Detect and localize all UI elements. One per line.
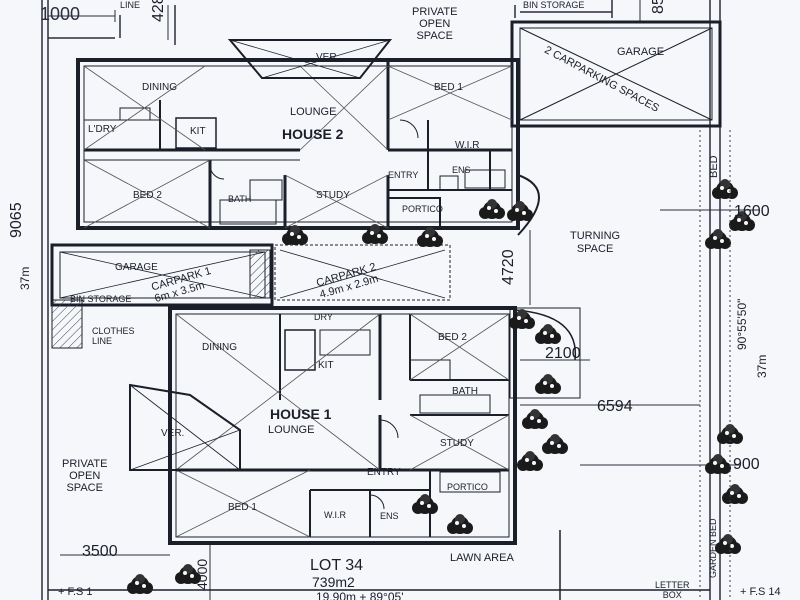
label-lot: LOT 34 (310, 557, 364, 574)
dim-900: 900 (733, 456, 760, 473)
label-dry-house-1: DRY (314, 312, 333, 322)
label-lounge-house-2: LOUNGE (290, 106, 337, 118)
dim-9065: 9065 (8, 202, 25, 238)
label-wir-house-1: W.I.R (324, 510, 346, 520)
dim-bottom: 19.90m + 89°05' (316, 590, 404, 600)
lot-front-boundary (48, 530, 710, 600)
dim-4280: 4280 (150, 0, 167, 22)
label-garden-bed-low: GARDEN BED (708, 518, 718, 578)
label-bed1-house-2: BED 1 (434, 82, 463, 93)
label-study-house-1: STUDY (440, 438, 474, 449)
dim-3500: 3500 (82, 543, 118, 560)
landscape-shrubs (127, 179, 755, 594)
label-lot-area: 739m2 (312, 574, 355, 590)
label-house-2: HOUSE 2 (282, 126, 344, 142)
dim-4720: 4720 (500, 249, 517, 285)
label-bed2-house-1: BED 2 (438, 332, 467, 343)
label-fs-right: + F.S 14 (740, 586, 781, 598)
label-bed2-house-2: BED 2 (133, 190, 162, 201)
dim-top-right: 85 (650, 0, 667, 14)
dim-37m-left: 37m (18, 266, 32, 290)
label-entry-house-2: ENTRY (388, 170, 419, 180)
label-fs-left: + F.S 1 (58, 586, 93, 598)
dim-1000: 1000 (40, 4, 81, 24)
label-ver-house-2: VER. (316, 52, 340, 63)
label-bin-storage-mid: BIN STORAGE (70, 294, 132, 304)
dimension-lines (47, 0, 760, 600)
label-portico-house-2: PORTICO (402, 204, 443, 214)
label-lawn-area: LAWN AREA (450, 552, 514, 564)
dim-bearing-right: 90°55'50" (735, 298, 749, 350)
label-ens-house-1: ENS (380, 511, 399, 521)
label-portico-house-1: PORTICO (447, 482, 488, 492)
label-line-top: LINE (120, 0, 141, 10)
label-lounge-house-1: LOUNGE (268, 424, 315, 436)
label-ver-house-1: VER. (161, 428, 185, 439)
label-bath-house-1: BATH (452, 386, 478, 397)
verandah-house-1 (129, 383, 241, 471)
label-study-house-2: STUDY (316, 190, 350, 201)
label-ens-house-2: ENS (452, 165, 471, 175)
label-garden-bed-right: BED (708, 155, 720, 178)
dim-6594: 6594 (597, 398, 633, 415)
label-bed1-house-1: BED 1 (228, 502, 257, 513)
carpark-area (50, 243, 451, 349)
dim-1600: 1600 (734, 203, 770, 220)
dim-37m-right: 37m (755, 354, 769, 378)
label-bath-house-2: BATH (228, 194, 252, 204)
label-wir-house-2: W.I.R (455, 140, 480, 151)
label-bin-storage-top: BIN STORAGE (523, 0, 585, 10)
label-ldry-house-2: L'DRY (88, 124, 117, 135)
garden-beds (699, 130, 731, 600)
label-kit-house-1: KIT (318, 360, 334, 371)
label-house-1: HOUSE 1 (270, 406, 332, 422)
label-private-open-space-low: PRIVATE OPEN SPACE (62, 458, 108, 494)
house-2-walls (76, 58, 540, 236)
label-clothes-line: CLOTHES LINE (92, 326, 135, 346)
dim-2100: 2100 (545, 345, 581, 362)
garage-top (510, 20, 722, 128)
label-private-open-space-top: PRIVATE OPEN SPACE (412, 6, 458, 42)
label-dining-house-1: DINING (202, 342, 237, 353)
label-garage-top: GARAGE (617, 46, 665, 58)
dim-4000: 4000 (194, 558, 210, 590)
label-kit-house-2: KIT (190, 126, 206, 137)
label-garage-mid: GARAGE (115, 262, 158, 273)
label-turning-space: TURNING SPACE (570, 230, 621, 255)
label-entry-house-1: ENTRY (367, 467, 401, 478)
verandah-house-2 (227, 39, 393, 79)
label-letter-box: LETTER BOX (655, 580, 690, 600)
label-dining-house-2: DINING (142, 82, 177, 93)
